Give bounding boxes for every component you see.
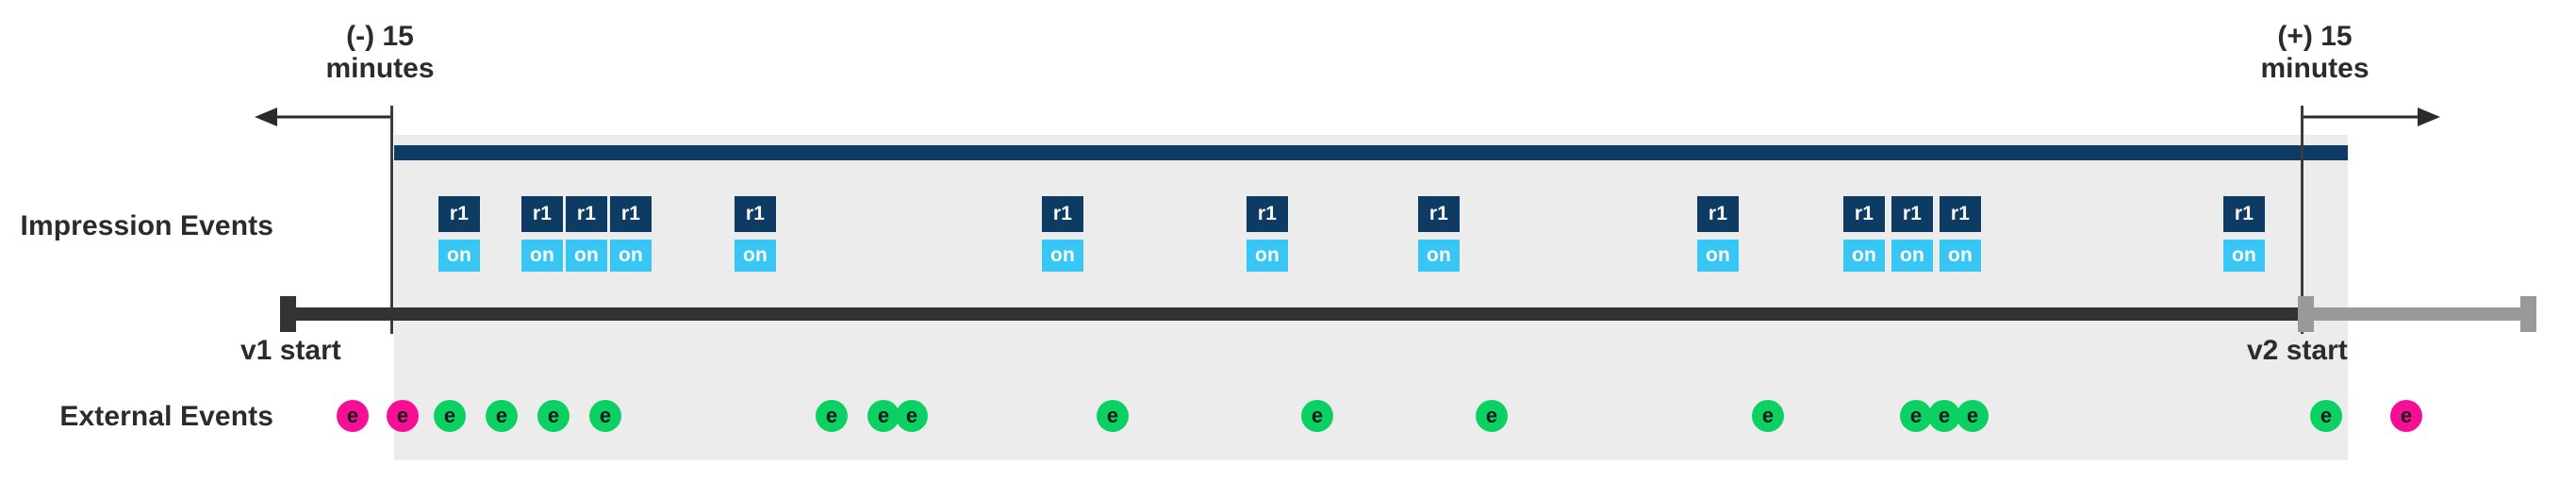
impression-state-badge: on — [1891, 240, 1933, 272]
impression-release-badge: r1 — [1940, 196, 1981, 232]
impression-release-badge: r1 — [1042, 196, 1083, 232]
callout-right-arrow-icon — [2303, 108, 2440, 126]
impression-release-badge: r1 — [610, 196, 652, 232]
v2-end-cap — [2520, 296, 2536, 332]
external-event-dot[interactable]: e — [896, 400, 928, 432]
impression-release-badge: r1 — [521, 196, 563, 232]
external-event-dot[interactable]: e — [337, 400, 369, 432]
external-event-dot[interactable]: e — [1301, 400, 1333, 432]
external-event-dot[interactable]: e — [1476, 400, 1508, 432]
external-event-dot[interactable]: e — [867, 400, 900, 432]
external-event-dot[interactable]: e — [434, 400, 466, 432]
impression-state-badge: on — [1418, 240, 1460, 272]
callout-left-arrow-icon — [255, 108, 392, 126]
impression-event-badge[interactable]: r1 on — [1247, 196, 1288, 272]
impression-state-badge: on — [438, 240, 480, 272]
external-event-dot[interactable]: e — [2390, 400, 2422, 432]
impression-release-badge: r1 — [566, 196, 607, 232]
v2-start-label: v2 start — [2247, 335, 2348, 366]
impression-state-badge: on — [1843, 240, 1885, 272]
callout-right: (+) 15 minutes — [2230, 21, 2400, 84]
external-event-dot[interactable]: e — [2310, 400, 2342, 432]
impression-event-badge[interactable]: r1 on — [610, 196, 652, 272]
external-event-dot[interactable]: e — [1900, 400, 1932, 432]
v2-timeline-bar — [2298, 307, 2536, 321]
external-event-dot[interactable]: e — [1097, 400, 1129, 432]
impression-state-badge: on — [566, 240, 607, 272]
impression-event-badge[interactable]: r1 on — [1418, 196, 1460, 272]
attribution-window-band — [394, 135, 2348, 460]
release-bar — [394, 145, 2348, 160]
impression-event-badge[interactable]: r1 on — [1940, 196, 1981, 272]
callout-right-line1: (+) 15 — [2277, 21, 2353, 52]
impression-event-badge[interactable]: r1 on — [1843, 196, 1885, 272]
impression-release-badge: r1 — [2223, 196, 2265, 232]
guide-line-plus15 — [2301, 106, 2304, 334]
impression-event-badge[interactable]: r1 on — [566, 196, 607, 272]
impression-event-badge[interactable]: r1 on — [1042, 196, 1083, 272]
impression-release-badge: r1 — [1697, 196, 1739, 232]
impression-event-badge[interactable]: r1 on — [1891, 196, 1933, 272]
external-event-dot[interactable]: e — [816, 400, 848, 432]
impression-state-badge: on — [1247, 240, 1288, 272]
callout-left-line2: minutes — [325, 52, 435, 84]
impression-event-badge[interactable]: r1 on — [735, 196, 776, 272]
impression-release-badge: r1 — [1418, 196, 1460, 232]
row-label-impression-events: Impression Events — [20, 210, 273, 241]
callout-left-line1: (-) 15 — [346, 21, 414, 52]
impression-release-badge: r1 — [438, 196, 480, 232]
impression-state-badge: on — [1042, 240, 1083, 272]
impression-release-badge: r1 — [1891, 196, 1933, 232]
v1-start-label: v1 start — [240, 335, 341, 366]
guide-line-minus15 — [390, 106, 393, 334]
impression-release-badge: r1 — [1843, 196, 1885, 232]
row-label-external-events: External Events — [59, 401, 273, 432]
impression-release-badge: r1 — [735, 196, 776, 232]
impression-event-badge[interactable]: r1 on — [2223, 196, 2265, 272]
v1-timeline-bar — [280, 307, 2305, 321]
callout-right-line2: minutes — [2260, 52, 2370, 84]
external-event-dot[interactable]: e — [589, 400, 621, 432]
impression-state-badge: on — [521, 240, 563, 272]
external-event-dot[interactable]: e — [387, 400, 419, 432]
impression-event-badge[interactable]: r1 on — [438, 196, 480, 272]
impression-event-badge[interactable]: r1 on — [521, 196, 563, 272]
impression-state-badge: on — [1940, 240, 1981, 272]
impression-state-badge: on — [2223, 240, 2265, 272]
callout-left: (-) 15 minutes — [295, 21, 465, 84]
external-event-dot[interactable]: e — [1752, 400, 1784, 432]
external-event-dot[interactable]: e — [1928, 400, 1960, 432]
impression-release-badge: r1 — [1247, 196, 1288, 232]
impression-state-badge: on — [735, 240, 776, 272]
impression-event-badge[interactable]: r1 on — [1697, 196, 1739, 272]
external-event-dot[interactable]: e — [537, 400, 570, 432]
impression-state-badge: on — [1697, 240, 1739, 272]
impression-state-badge: on — [610, 240, 652, 272]
external-event-dot[interactable]: e — [486, 400, 518, 432]
external-event-dot[interactable]: e — [1957, 400, 1989, 432]
